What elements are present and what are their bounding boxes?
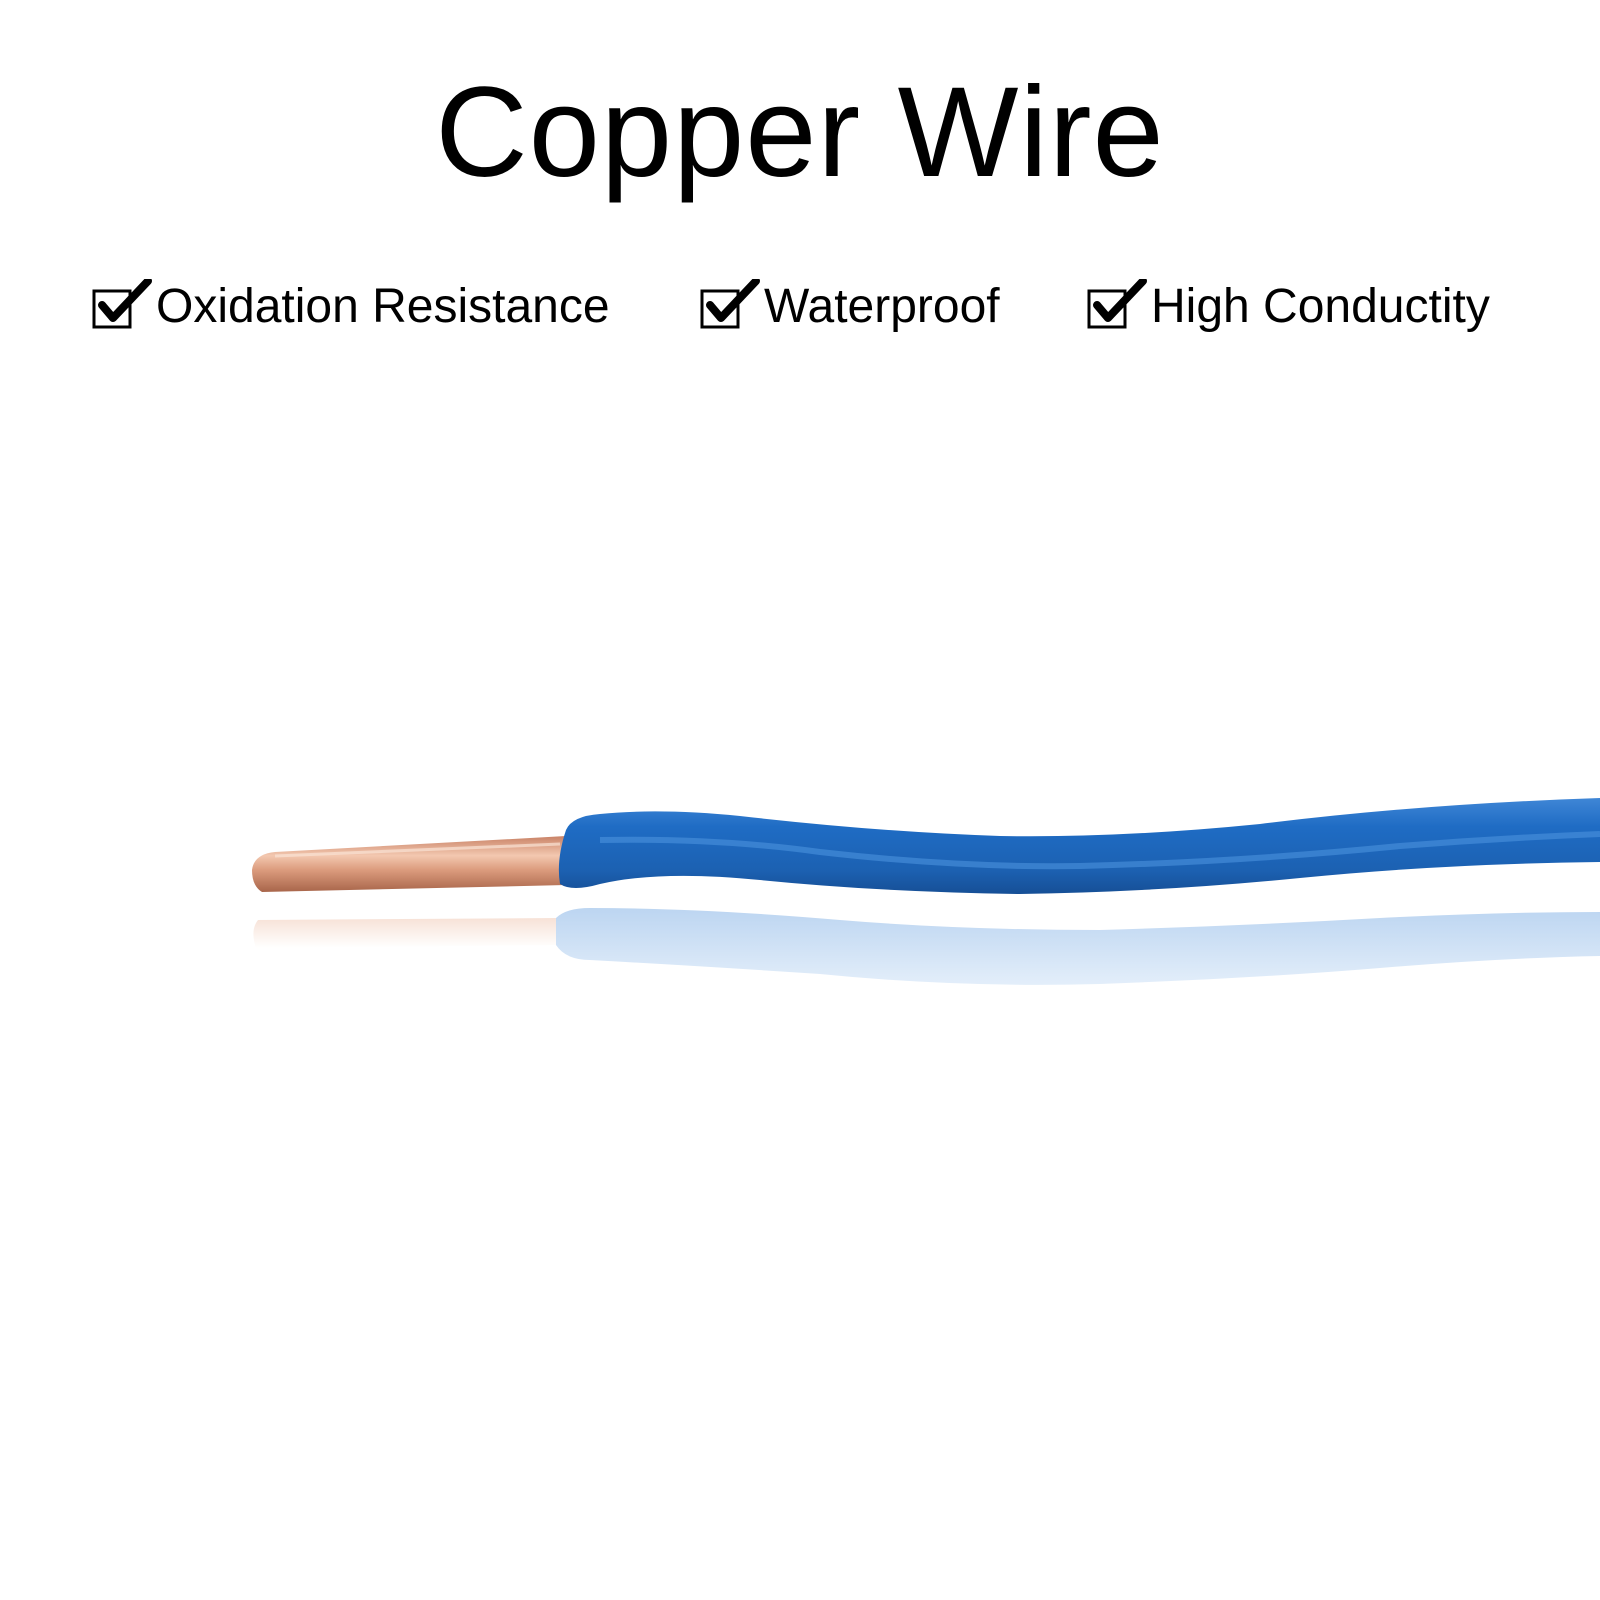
feature-waterproof: Waterproof xyxy=(700,276,1000,338)
wire-reflection xyxy=(253,908,1600,985)
feature-label: Oxidation Resistance xyxy=(156,280,610,333)
feature-oxidation-resistance: Oxidation Resistance xyxy=(92,276,610,338)
blue-insulation xyxy=(558,798,1600,894)
feature-high-conductity: High Conductity xyxy=(1087,276,1490,338)
page-title: Copper Wire xyxy=(435,61,1165,204)
feature-label: High Conductity xyxy=(1151,280,1490,333)
copper-wire-photo xyxy=(252,798,1600,985)
checked-box-icon xyxy=(92,279,152,329)
feature-label: Waterproof xyxy=(764,280,1000,333)
copper-conductor xyxy=(252,836,566,892)
checked-box-icon xyxy=(700,279,760,329)
checked-box-icon xyxy=(1087,279,1147,329)
